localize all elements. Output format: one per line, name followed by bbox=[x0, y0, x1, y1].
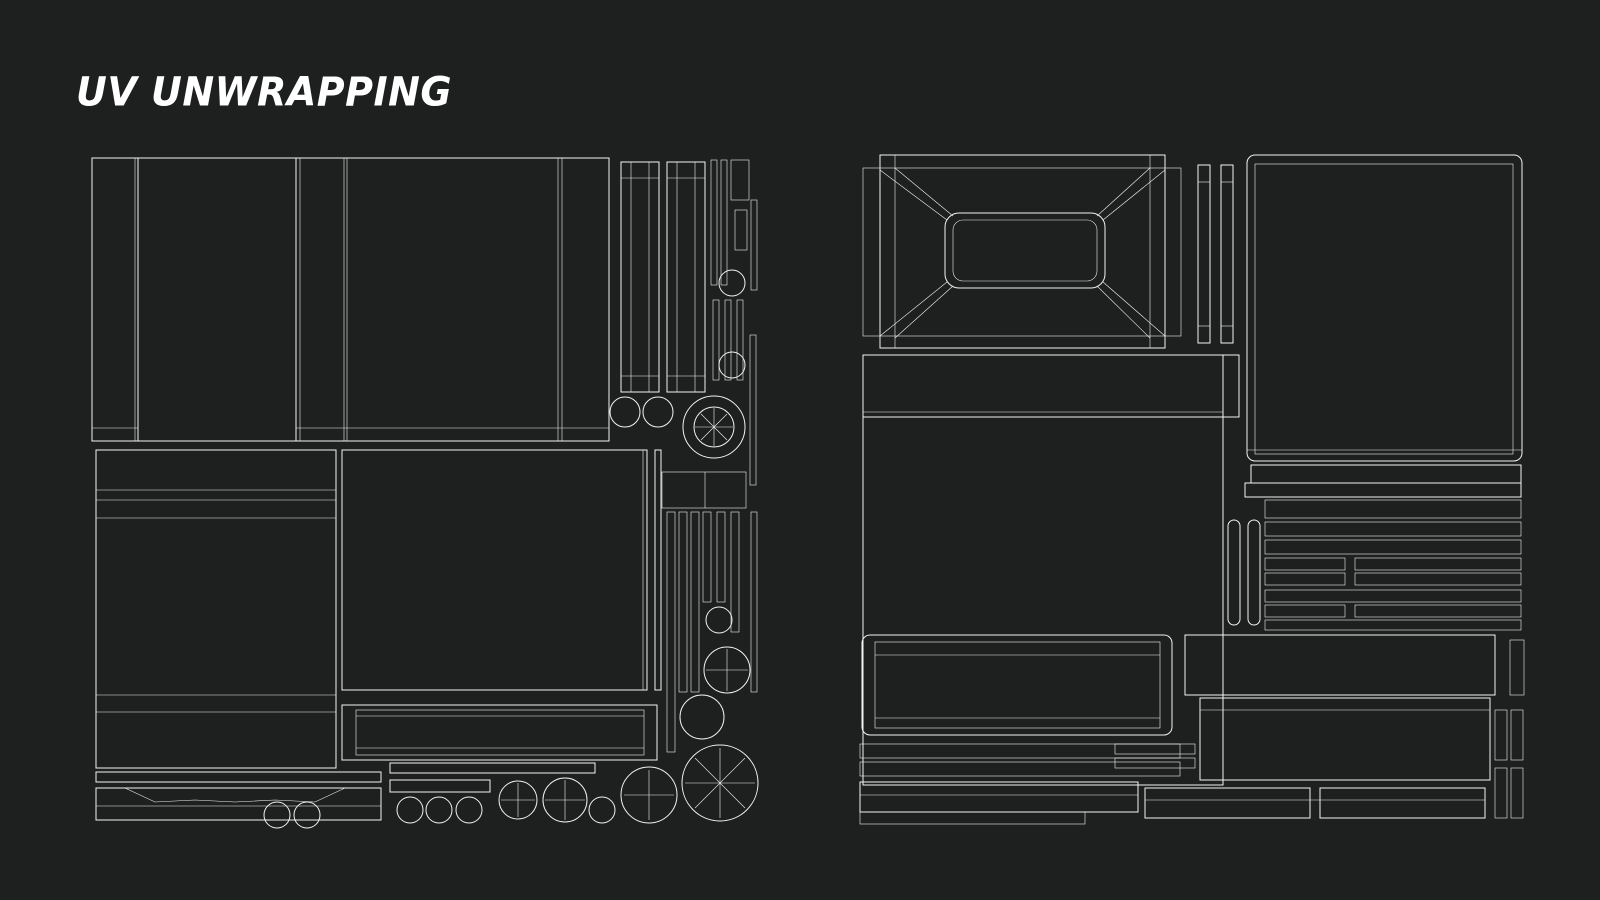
slide-title: UV UNWRAPPING bbox=[76, 68, 453, 116]
uv-layout-right bbox=[859, 154, 1525, 825]
uv-layout-left bbox=[91, 157, 759, 829]
